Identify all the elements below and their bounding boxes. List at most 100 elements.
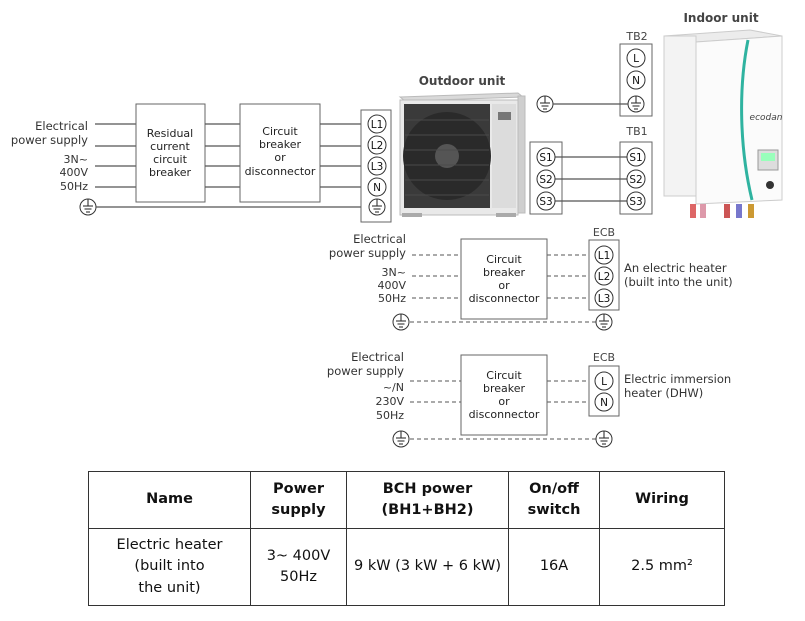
outdoor-terminal-l1: L1 (371, 119, 384, 131)
col-header-name-text: Name (146, 491, 193, 508)
main-supply-phase: 3N~ (64, 153, 88, 166)
cell-power-supply-1: 3~ 400V (266, 547, 331, 564)
outdoor-terminal-ground-icon (368, 198, 386, 216)
main-supply-label-2: power supply (11, 133, 88, 147)
ecb-top-l1: L1 (598, 250, 611, 262)
tb2-terminal-l: L (633, 53, 639, 65)
supply-to-rcd-wires (95, 123, 136, 188)
immersion-supply-wires (410, 380, 598, 440)
outdoor-terminal-n: N (373, 182, 381, 194)
tb1-signal-s1: S1 (629, 152, 642, 164)
cell-onoff-text: 16A (539, 558, 569, 575)
ecb-top-ground-icon (595, 313, 613, 331)
main-ground-icon (79, 198, 97, 216)
ecb-bottom-n: N (600, 397, 608, 409)
main-supply-label-1: Electrical (35, 119, 88, 133)
immersion-supply-phase: ~/N (383, 381, 404, 394)
heater-supply-phase: 3N~ (382, 266, 406, 279)
outdoor-terminals: L1 L2 L3 N (367, 114, 387, 216)
circuit-breaker-box (239, 103, 321, 203)
outdoor-signal-s1: S1 (539, 152, 552, 164)
rcd-text-1: Residual (147, 127, 193, 140)
tb2-terminal-n: N (632, 75, 640, 87)
cell-power-supply: 3~ 400V 50Hz (250, 528, 347, 606)
ecb-bottom-label: ECB (593, 351, 615, 364)
outdoor-unit-image (398, 92, 526, 217)
cell-name-1: Electric heater (116, 537, 223, 554)
col-header-onoff-2: switch (527, 502, 581, 518)
outdoor-terminal-l3: L3 (371, 161, 384, 173)
immersion-supply-label-2: power supply (327, 364, 404, 378)
immersion-breaker-text-4: disconnector (469, 408, 540, 421)
rcd-box (135, 103, 206, 203)
col-header-power-supply-2: supply (271, 502, 326, 518)
col-header-onoff-switch: On/off switch (508, 471, 600, 529)
immersion-breaker-text-2: breaker (483, 382, 526, 395)
heater-breaker-text-3: or (498, 279, 510, 292)
tb1-signal-s3: S3 (629, 196, 642, 208)
immersion-supply-freq: 50Hz (376, 409, 404, 422)
ecb-bottom-ground-icon (595, 430, 613, 448)
col-header-wiring-text: Wiring (635, 491, 689, 508)
cb-text-4: disconnector (245, 165, 316, 178)
indoor-brand-logo: ecodan (750, 113, 783, 123)
cb-text-2: breaker (259, 138, 302, 151)
col-header-bch-power-2: (BH1+BH2) (381, 502, 474, 518)
ecb-top-l2: L2 (598, 271, 611, 283)
rcd-text-2: current (150, 140, 190, 153)
col-header-wiring: Wiring (599, 471, 725, 529)
heater-supply-wires (410, 254, 598, 323)
tb2-label: TB2 (625, 30, 647, 43)
heater-supply-ground-icon (392, 313, 410, 331)
tb2-ground-icon (627, 95, 645, 113)
heater-desc-2: (built into the unit) (624, 275, 733, 289)
heater-breaker-text-1: Circuit (486, 253, 522, 266)
ecb-top-l3: L3 (598, 293, 611, 305)
indoor-unit-title: Indoor unit (683, 11, 758, 25)
outdoor-ground-icon (536, 95, 554, 113)
indoor-unit-image: ecodan (663, 29, 783, 218)
col-header-onoff-1: On/off (529, 480, 579, 497)
immersion-supply-label-1: Electrical (351, 350, 404, 364)
tb1-signal-s2: S2 (629, 174, 642, 186)
heater-desc-1: An electric heater (624, 261, 727, 275)
signal-wires (555, 156, 627, 202)
outdoor-terminal-l2: L2 (371, 140, 384, 152)
cell-name-3: the unit) (138, 579, 201, 596)
immersion-breaker-text-3: or (498, 395, 510, 408)
cb-text-1: Circuit (262, 125, 298, 138)
outdoor-signal-s2: S2 (539, 174, 552, 186)
col-header-bch-power-1: BCH power (382, 480, 473, 497)
cell-bch-power: 9 kW (3 kW + 6 kW) (346, 528, 509, 606)
ecb-top-label: ECB (593, 226, 615, 239)
tb2-terminal-n-ring (626, 70, 646, 90)
heater-supply-freq: 50Hz (378, 292, 406, 305)
cb-text-3: or (274, 151, 286, 164)
outdoor-unit-title: Outdoor unit (419, 74, 506, 88)
immersion-supply-voltage: 230V (375, 395, 404, 408)
main-supply-voltage: 400V (59, 166, 88, 179)
outdoor-signal-s3: S3 (539, 196, 552, 208)
heater-supply-label-2: power supply (329, 246, 406, 260)
cell-wiring-text: 2.5 mm² (631, 558, 693, 575)
immersion-desc-2: heater (DHW) (624, 386, 703, 400)
heater-supply-voltage: 400V (377, 279, 406, 292)
rcd-text-4: breaker (149, 166, 192, 179)
immersion-breaker-text-1: Circuit (486, 369, 522, 382)
tb2-terminal-l-ring (626, 48, 646, 68)
heater-breaker-box (460, 238, 548, 320)
heater-supply-label-1: Electrical (353, 232, 406, 246)
cell-bch-power-text: 9 kW (3 kW + 6 kW) (354, 558, 501, 575)
col-header-name: Name (88, 471, 251, 529)
cell-wiring: 2.5 mm² (599, 528, 725, 606)
wiring-diagram: Electrical power supply 3N~ 400V 50Hz Re… (11, 11, 783, 448)
immersion-supply-ground-icon (392, 430, 410, 448)
heater-breaker-text-4: disconnector (469, 292, 540, 305)
cell-power-supply-2: 50Hz (280, 569, 317, 585)
immersion-desc-1: Electric immersion (624, 372, 731, 386)
